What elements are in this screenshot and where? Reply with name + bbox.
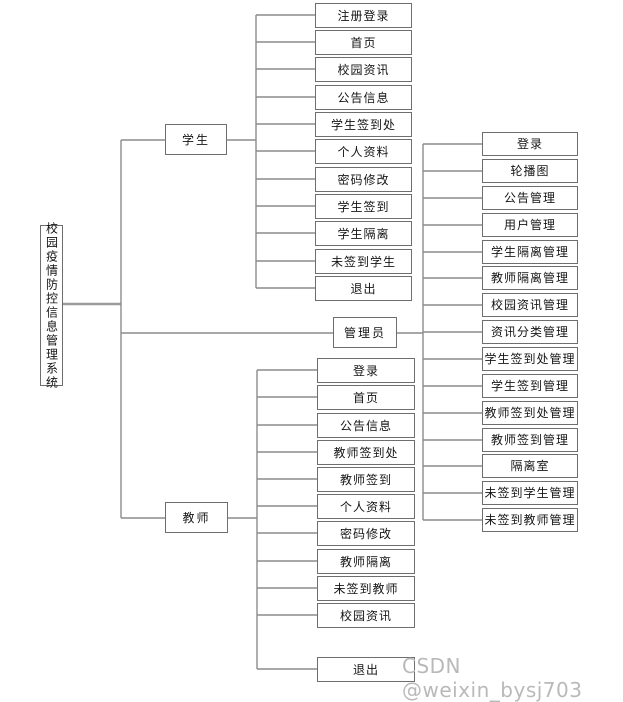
tree-node: 学生签到处 [315,112,412,137]
tree-node: 用户管理 [482,213,578,237]
tree-node: 密码修改 [315,167,412,192]
tree-node: 学生隔离管理 [482,240,578,264]
tree-node: 登录 [482,132,578,156]
branch-node-admin: 管理员 [333,317,397,348]
tree-node: 教师签到 [317,467,415,492]
tree-node: 个人资料 [317,494,415,519]
tree-node: 教师签到处 [317,440,415,465]
tree-node: 首页 [317,385,415,410]
tree-node: 退出 [315,276,412,301]
tree-node: 隔离室 [482,454,578,478]
tree-node: 教师签到管理 [482,428,578,452]
tree-node: 公告管理 [482,186,578,210]
tree-node: 登录 [317,358,415,383]
tree-node: 未签到学生管理 [482,481,578,505]
tree-node: 退出 [317,657,415,682]
tree-node: 首页 [315,30,412,55]
tree-node: 学生签到处管理 [482,347,578,371]
tree-node: 个人资料 [315,139,412,164]
tree-node: 公告信息 [315,85,412,110]
tree-node: 校园资讯 [317,603,415,628]
tree-node: 学生签到 [315,194,412,219]
tree-node: 密码修改 [317,521,415,546]
tree-node: 校园资讯管理 [482,293,578,317]
branch-node-student: 学生 [165,124,227,155]
tree-node: 未签到学生 [315,249,412,274]
tree-node: 学生签到管理 [482,374,578,398]
tree-node: 公告信息 [317,413,415,438]
branch-node-teacher: 教师 [165,502,228,533]
tree-node: 未签到教师管理 [482,508,578,532]
tree-node: 校园资讯 [315,57,412,82]
root-node: 校园疫情防控信息管理系统 [40,222,63,390]
tree-node: 教师签到处管理 [482,401,578,425]
tree-node: 注册登录 [315,3,412,28]
tree-node: 学生隔离 [315,221,412,246]
tree-node: 教师隔离管理 [482,266,578,290]
tree-node: 资讯分类管理 [482,320,578,344]
tree-node: 教师隔离 [317,549,415,574]
tree-node: 轮播图 [482,159,578,183]
tree-node: 未签到教师 [317,576,415,601]
